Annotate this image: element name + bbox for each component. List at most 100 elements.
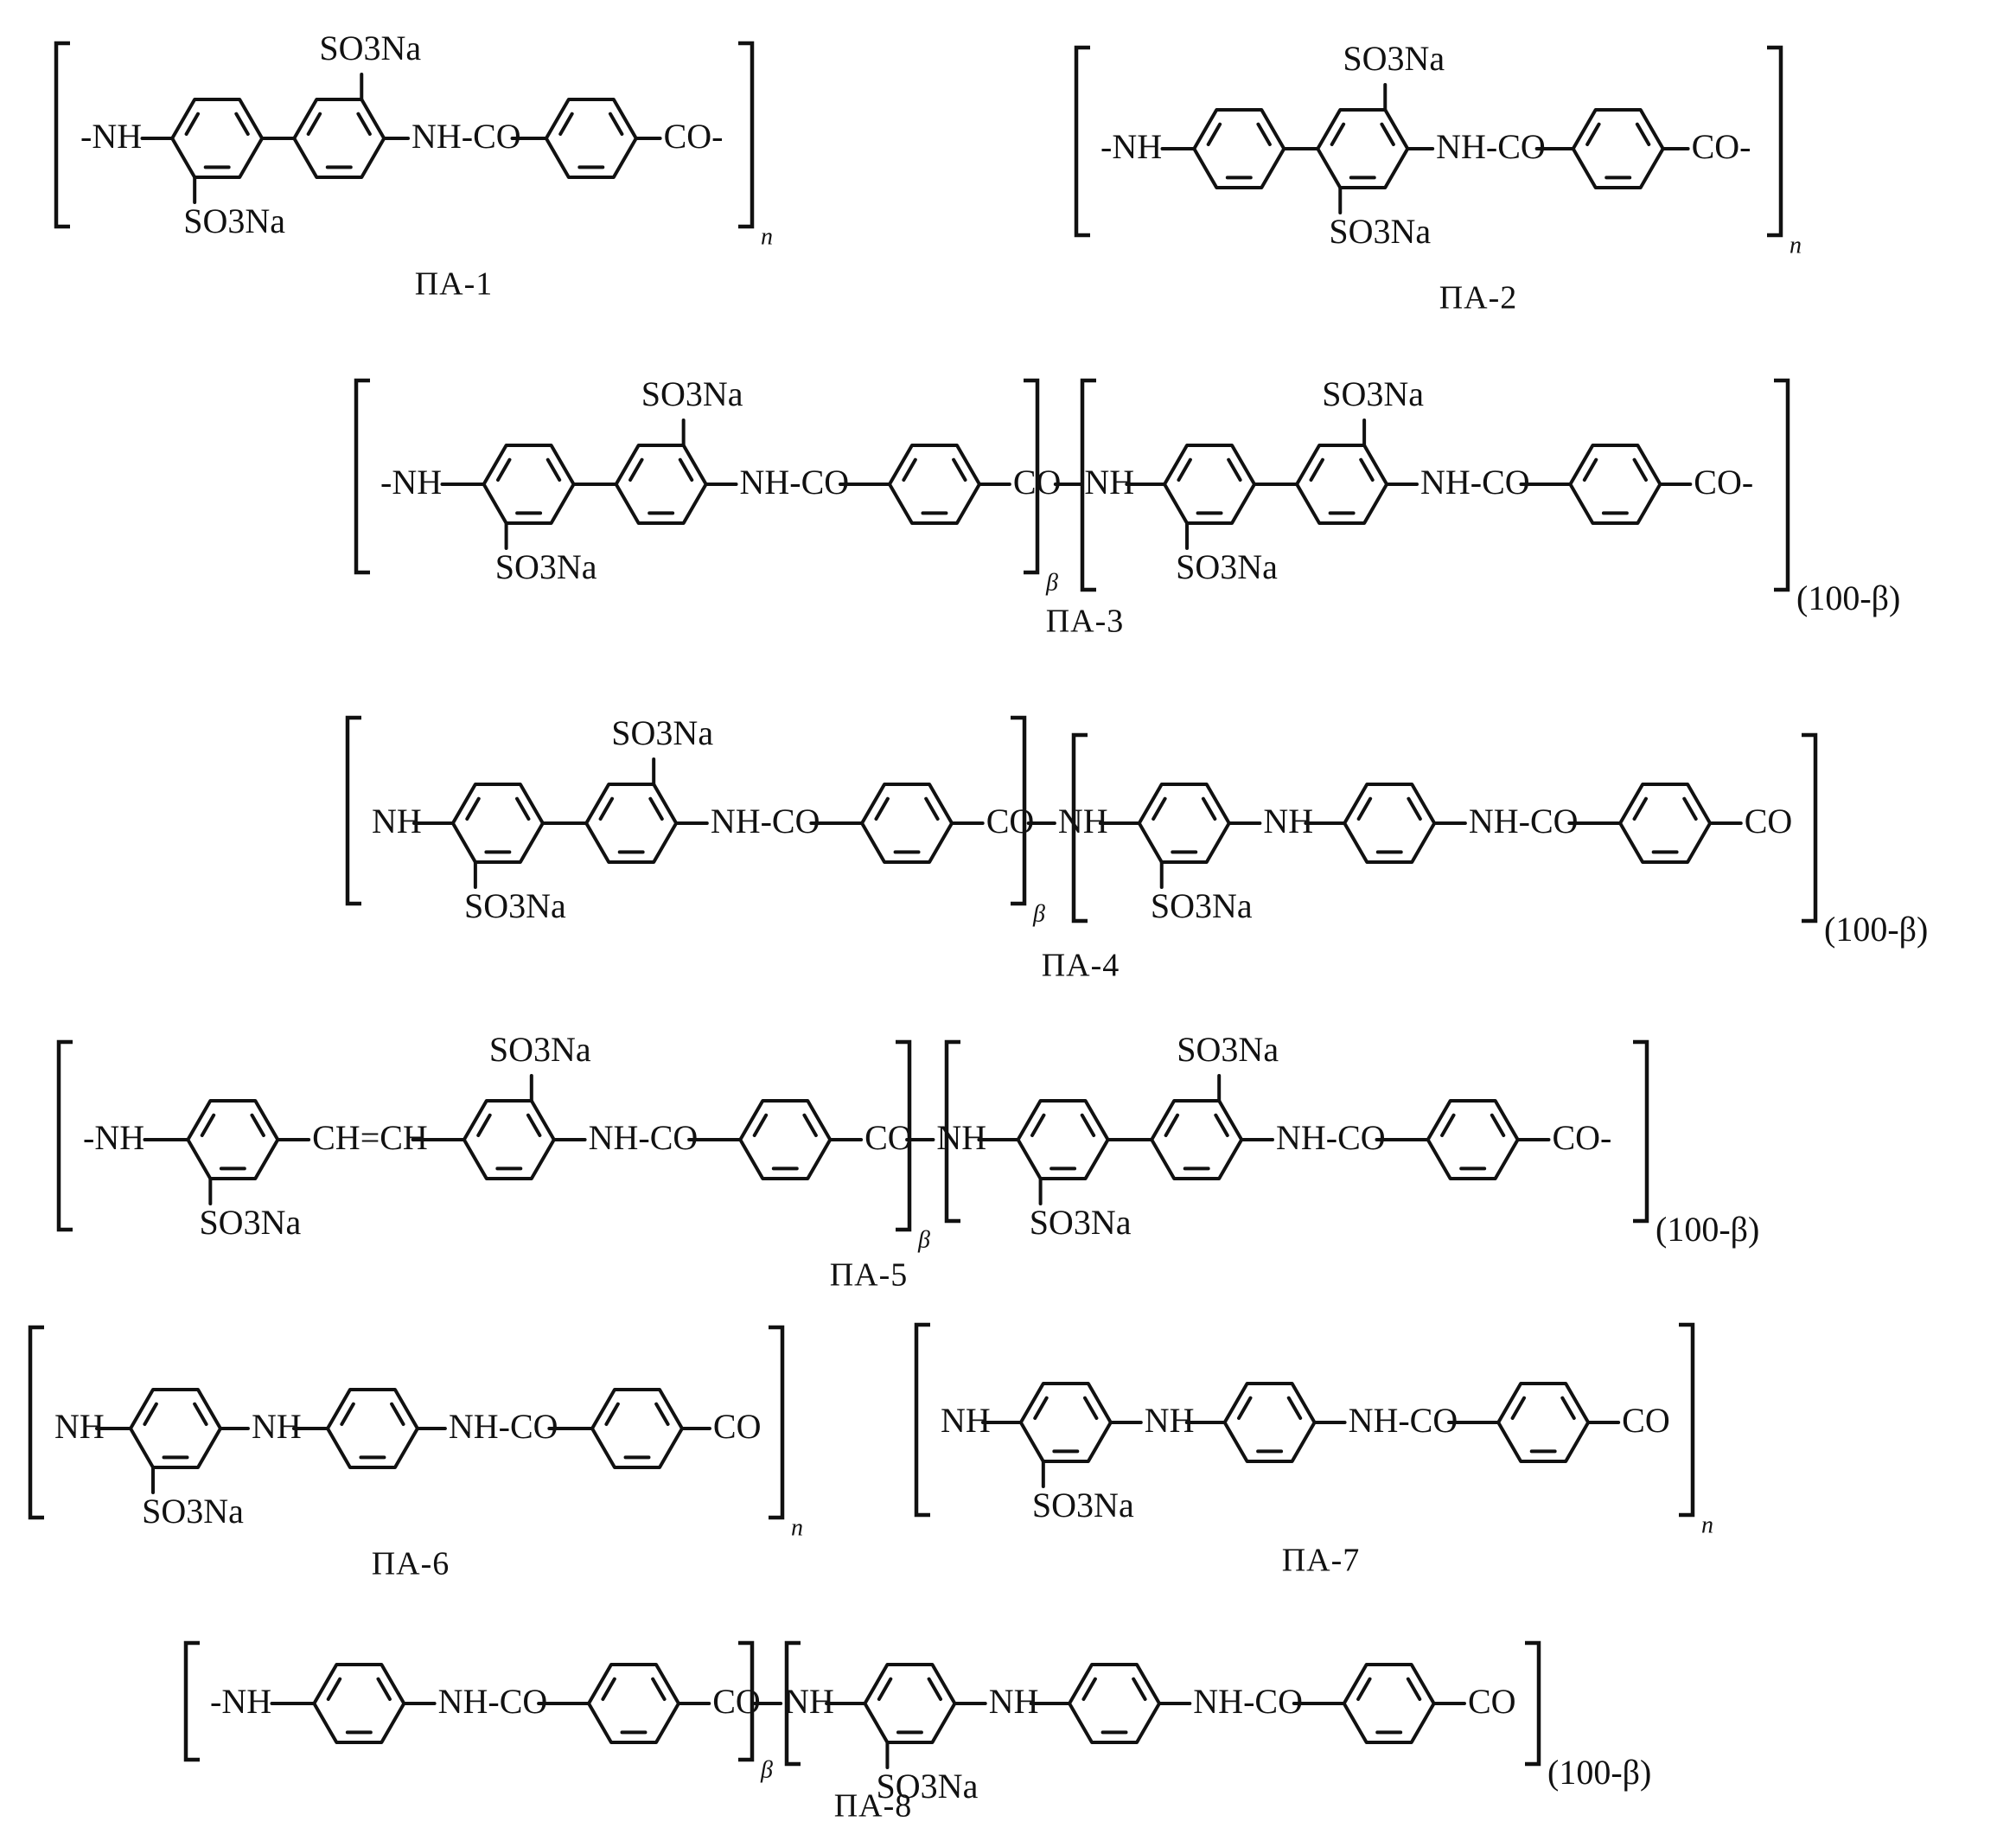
benzene-ring (170, 97, 265, 180)
structure-caption: ПА-2 (1439, 280, 1518, 316)
structure-caption: ПА-5 (830, 1257, 909, 1294)
substituent-so3na: SO3Na (877, 1767, 979, 1806)
formula-group: NH-CO (438, 1682, 548, 1721)
repeat-subscript: (100-β) (1824, 910, 1928, 949)
repeat-bracket (56, 1039, 912, 1232)
benzene-ring (738, 1098, 833, 1181)
benzene-ring (1150, 1098, 1244, 1181)
benzene-ring (462, 1098, 556, 1181)
benzene-ring (186, 1098, 280, 1181)
formula-group: NH (989, 1682, 1039, 1721)
repeat-bracket (54, 41, 755, 229)
structure-caption: ПА-1 (415, 266, 494, 303)
repeat-bracket (914, 1322, 1695, 1518)
benzene-ring (325, 1387, 419, 1470)
repeat-subscript: β (1045, 569, 1058, 596)
repeat-bracket (944, 1039, 1649, 1224)
formula-group: CO (986, 802, 1035, 840)
structure-caption: ПА-3 (1046, 604, 1125, 640)
formula-group: NH (1145, 1401, 1195, 1440)
repeat-bracket (345, 715, 1027, 906)
formula-group: CO (864, 1118, 913, 1157)
repeat-bracket (1080, 378, 1790, 592)
substituent-so3na: SO3Na (199, 1203, 301, 1242)
benzene-ring (1496, 1381, 1591, 1464)
formula-group: CO- (1692, 127, 1751, 166)
formula-group: NH-CO (449, 1407, 558, 1446)
substituent-so3na: SO3Na (489, 1030, 591, 1069)
benzene-ring (1571, 107, 1665, 190)
benzene-ring (1295, 443, 1389, 526)
formula-group: NH (1084, 463, 1134, 502)
substituent-so3na: SO3Na (1032, 1486, 1134, 1524)
substituent-so3na: SO3Na (464, 886, 566, 925)
formula-group: CO (713, 1407, 762, 1446)
repeat-subscript: (100-β) (1656, 1210, 1759, 1249)
benzene-ring (129, 1387, 223, 1470)
benzene-ring (1222, 1381, 1317, 1464)
repeat-subscript: n (761, 223, 773, 250)
formula-group: -NH (1101, 127, 1162, 166)
formula-group: CO- (1694, 463, 1753, 502)
benzene-ring (1316, 107, 1410, 190)
formula-group: -NH (83, 1118, 144, 1157)
formula-group: NH (941, 1401, 991, 1440)
formula-group: NH (1058, 802, 1108, 840)
substituent-so3na: SO3Na (183, 201, 285, 240)
structure-caption: ПА-6 (372, 1546, 450, 1582)
substituent-so3na: SO3Na (1030, 1203, 1132, 1242)
benzene-ring (1568, 443, 1662, 526)
substituent-so3na: SO3Na (142, 1492, 244, 1531)
formula-group: CO (1622, 1401, 1670, 1440)
repeat-subscript: (100-β) (1547, 1753, 1651, 1792)
repeat-subscript: β (760, 1756, 773, 1783)
benzene-ring (1618, 782, 1713, 865)
benzene-ring (590, 1387, 684, 1470)
formula-group: -NH (210, 1682, 271, 1721)
formula-group: -NH (80, 117, 142, 156)
substituent-so3na: SO3Na (641, 374, 743, 413)
formula-group: NH (54, 1407, 105, 1446)
repeat-subscript: β (1032, 900, 1045, 927)
substituent-so3na: SO3Na (495, 547, 597, 586)
formula-group: NH (372, 802, 422, 840)
formula-group: NH (784, 1682, 834, 1721)
substituent-so3na: SO3Na (1177, 1030, 1279, 1069)
repeat-subscript: n (1701, 1512, 1713, 1538)
substituent-so3na: SO3Na (1329, 212, 1431, 251)
benzene-ring (1137, 782, 1231, 865)
structure-caption: ПА-4 (1042, 948, 1120, 984)
benzene-ring (1068, 1662, 1162, 1745)
repeat-bracket (354, 378, 1040, 575)
formula-group: NH-CO (1420, 463, 1530, 502)
formula-group: CO- (1552, 1118, 1611, 1157)
formula-group: NH-CO (1469, 802, 1579, 840)
substituent-so3na: SO3Na (319, 29, 421, 67)
repeat-bracket (784, 1640, 1541, 1767)
formula-group: CO (1468, 1682, 1516, 1721)
benzene-ring (1343, 782, 1437, 865)
benzene-ring (544, 97, 638, 180)
formula-group: NH (1263, 802, 1313, 840)
substituent-so3na: SO3Na (1322, 374, 1424, 413)
benzene-ring (312, 1662, 406, 1745)
repeat-bracket (1071, 732, 1818, 924)
formula-group: NH-CO (1436, 127, 1546, 166)
formula-group: NH-CO (1193, 1682, 1303, 1721)
repeat-subscript: β (917, 1226, 930, 1253)
formula-group: NH-CO (589, 1118, 699, 1157)
benzene-ring (1016, 1098, 1110, 1181)
repeat-subscript: (100-β) (1796, 578, 1900, 617)
benzene-ring (450, 782, 545, 865)
repeat-bracket (1074, 45, 1783, 238)
benzene-ring (614, 443, 708, 526)
structure-caption: ПА-7 (1282, 1543, 1361, 1579)
substituent-so3na: SO3Na (1343, 39, 1445, 78)
